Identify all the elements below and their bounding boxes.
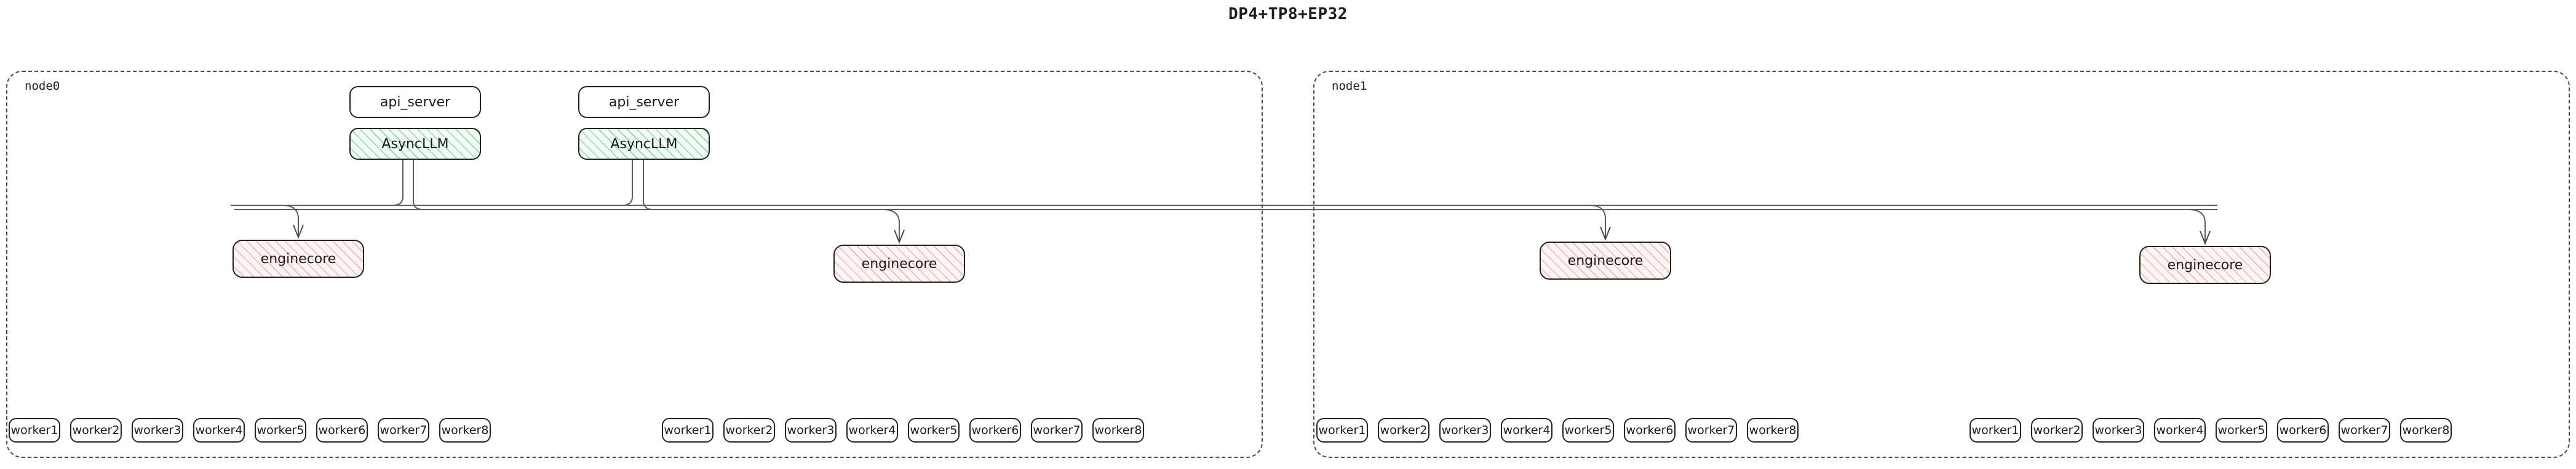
worker-box[interactable]: worker3 <box>1439 418 1491 443</box>
worker-box[interactable]: worker2 <box>1378 418 1429 443</box>
worker-box[interactable]: worker6 <box>2277 418 2329 443</box>
worker-box[interactable]: worker7 <box>1031 418 1083 443</box>
worker-box[interactable]: worker7 <box>2339 418 2390 443</box>
worker-box[interactable]: worker5 <box>255 418 306 443</box>
worker-box[interactable]: worker2 <box>723 418 775 443</box>
worker-box[interactable]: worker5 <box>908 418 960 443</box>
node-group-node1: node1 <box>1313 71 2570 458</box>
worker-box[interactable]: worker3 <box>2093 418 2144 443</box>
worker-box[interactable]: worker2 <box>70 418 122 443</box>
enginecore-box-1[interactable]: enginecore <box>833 245 965 283</box>
worker-box[interactable]: worker4 <box>193 418 245 443</box>
worker-box[interactable]: worker5 <box>1562 418 1614 443</box>
worker-box[interactable]: worker4 <box>2154 418 2206 443</box>
api-server-box-1[interactable]: api_server <box>578 86 710 118</box>
worker-box[interactable]: worker6 <box>969 418 1021 443</box>
async-llm-box-0[interactable]: AsyncLLM <box>349 128 481 160</box>
worker-box[interactable]: worker4 <box>846 418 898 443</box>
worker-box[interactable]: worker6 <box>1624 418 1676 443</box>
worker-box[interactable]: worker3 <box>132 418 183 443</box>
node-group-node0: node0 <box>6 71 1263 458</box>
worker-box[interactable]: worker1 <box>1316 418 1368 443</box>
node-label-node1: node1 <box>1332 79 1367 93</box>
api-server-box-0[interactable]: api_server <box>349 86 481 118</box>
worker-box[interactable]: worker8 <box>2400 418 2452 443</box>
async-llm-box-1[interactable]: AsyncLLM <box>578 128 710 160</box>
page-title: DP4+TP8+EP32 <box>1228 5 1348 23</box>
enginecore-box-2[interactable]: enginecore <box>1540 242 1671 280</box>
worker-box[interactable]: worker1 <box>1970 418 2021 443</box>
node-label-node0: node0 <box>25 79 60 93</box>
worker-box[interactable]: worker8 <box>1092 418 1144 443</box>
worker-box[interactable]: worker4 <box>1501 418 1552 443</box>
worker-box[interactable]: worker6 <box>316 418 368 443</box>
enginecore-box-3[interactable]: enginecore <box>2139 246 2271 284</box>
enginecore-box-0[interactable]: enginecore <box>233 240 364 278</box>
worker-box[interactable]: worker2 <box>2031 418 2083 443</box>
worker-box[interactable]: worker8 <box>1747 418 1799 443</box>
worker-box[interactable]: worker1 <box>9 418 60 443</box>
worker-box[interactable]: worker5 <box>2216 418 2267 443</box>
worker-box[interactable]: worker7 <box>378 418 429 443</box>
worker-box[interactable]: worker8 <box>439 418 491 443</box>
worker-box[interactable]: worker1 <box>662 418 714 443</box>
worker-box[interactable]: worker7 <box>1685 418 1737 443</box>
worker-box[interactable]: worker3 <box>785 418 837 443</box>
